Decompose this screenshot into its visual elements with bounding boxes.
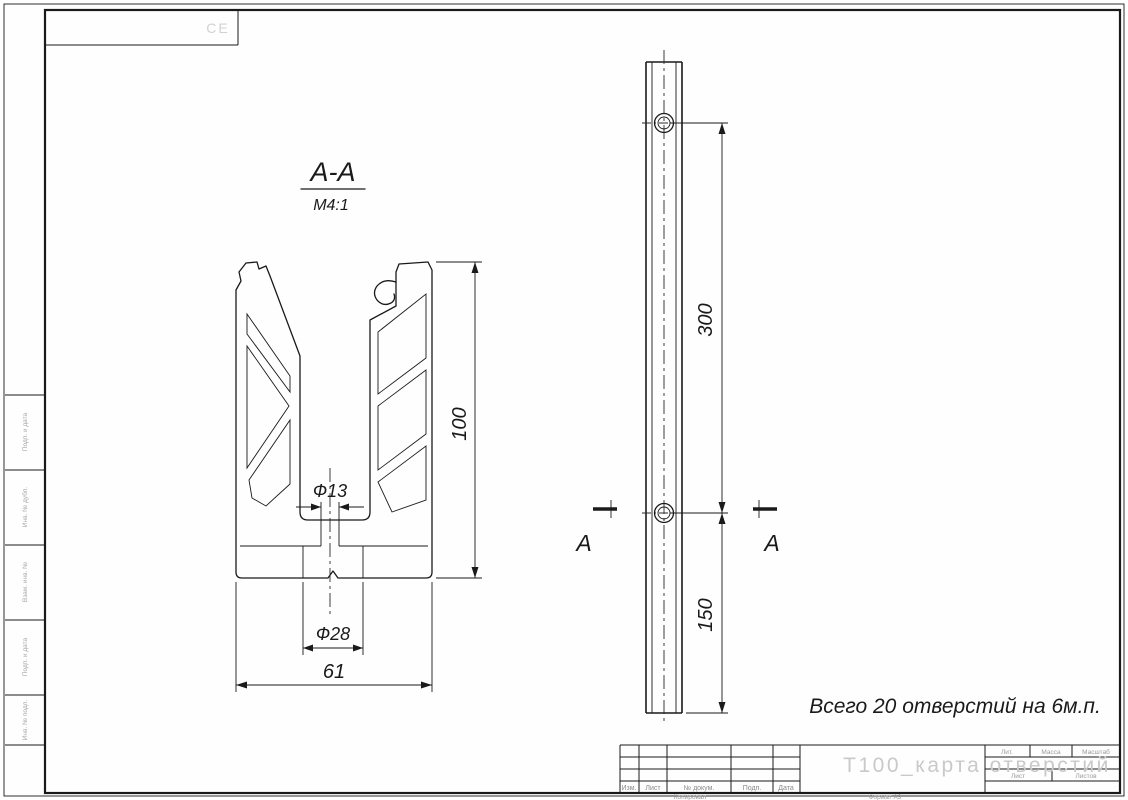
tb-kopiroval: Копировал	[674, 794, 707, 800]
dim-f13-lines	[296, 502, 364, 546]
dim-61-text: 61	[323, 661, 345, 683]
margin-label-1: Подп. и дата	[22, 412, 29, 451]
tb-col-podp: Подп.	[743, 785, 762, 792]
elevation-dimensions: 300 150	[670, 122, 728, 714]
dim-61-lines	[235, 582, 433, 692]
dim-f28-lines	[302, 582, 364, 655]
tb-massa: Масса	[1041, 749, 1061, 756]
profile-hook-detail	[373, 280, 397, 306]
profile-void-right-2	[377, 369, 427, 471]
profile-void-right-3	[377, 445, 427, 513]
tb-col-data: Дата	[778, 785, 794, 792]
corner-stamp-box	[45, 10, 239, 46]
dim-150-text: 150	[695, 598, 717, 631]
margin-label-5: Инв. № подл.	[22, 700, 29, 741]
dim-f13-text: Ф13	[313, 481, 347, 501]
title-block-grid	[619, 744, 1120, 793]
margin-label-4: Подп. и дата	[22, 637, 29, 676]
bar-inner-lines	[651, 62, 677, 713]
section-label: А-А	[308, 157, 355, 187]
profile-void-left-2	[246, 344, 290, 470]
tb-col-izm: Изм.	[622, 785, 637, 792]
outer-border	[3, 3, 1125, 797]
tb-col-list: Лист	[645, 785, 661, 792]
tb-list: Лист	[1011, 773, 1025, 780]
tb-lit: Лит.	[1001, 749, 1013, 756]
section-view-title: А-А М4:1	[300, 157, 366, 214]
cut-letter-left: А	[574, 530, 591, 556]
profile-void-left-3	[248, 418, 291, 507]
section-scale-label: М4:1	[313, 197, 349, 214]
title-block: Изм. Лист № докум. Подп. Дата Лит. Масса…	[619, 744, 1120, 800]
tb-col-doc: № докум.	[684, 785, 715, 792]
cut-letter-right: А	[762, 530, 779, 556]
dim-300-150-lines	[670, 122, 728, 714]
profile-void-left-1	[246, 312, 291, 394]
elevation-view	[642, 50, 686, 724]
dim-300-text: 300	[695, 303, 717, 336]
tb-listov: Листов	[1075, 773, 1097, 780]
sheet-frame: СЕ Подп. и дата Инв. № дубл. Взам. инв. …	[3, 3, 1125, 797]
profile-outline	[235, 261, 433, 579]
tb-format: Формат А3	[869, 794, 902, 800]
section-dimensions: 100 Ф13 Ф28 61	[235, 261, 482, 692]
margin-label-3: Взам. инв. №	[22, 562, 29, 602]
profile-base-lines	[240, 545, 428, 578]
corner-stamp-text: СЕ	[206, 20, 229, 36]
tb-masshtab: Масштаб	[1082, 748, 1110, 756]
dim-100-lines	[436, 261, 482, 579]
dim-100-text: 100	[449, 407, 471, 440]
section-cut-marks: А А	[574, 500, 780, 556]
inner-frame	[43, 8, 1122, 795]
document-title: Т100_карта отверстий	[843, 754, 1111, 777]
dim-f28-text: Ф28	[316, 624, 350, 644]
left-margin-boxes	[5, 394, 45, 746]
note-text: Всего 20 отверстий на 6м.п.	[809, 695, 1101, 718]
section-view	[235, 261, 433, 614]
dim-f13-arrows	[311, 503, 349, 511]
profile-void-right-1	[377, 293, 427, 395]
bar-outline	[645, 61, 683, 714]
margin-label-2: Инв. № дубл.	[21, 487, 29, 527]
